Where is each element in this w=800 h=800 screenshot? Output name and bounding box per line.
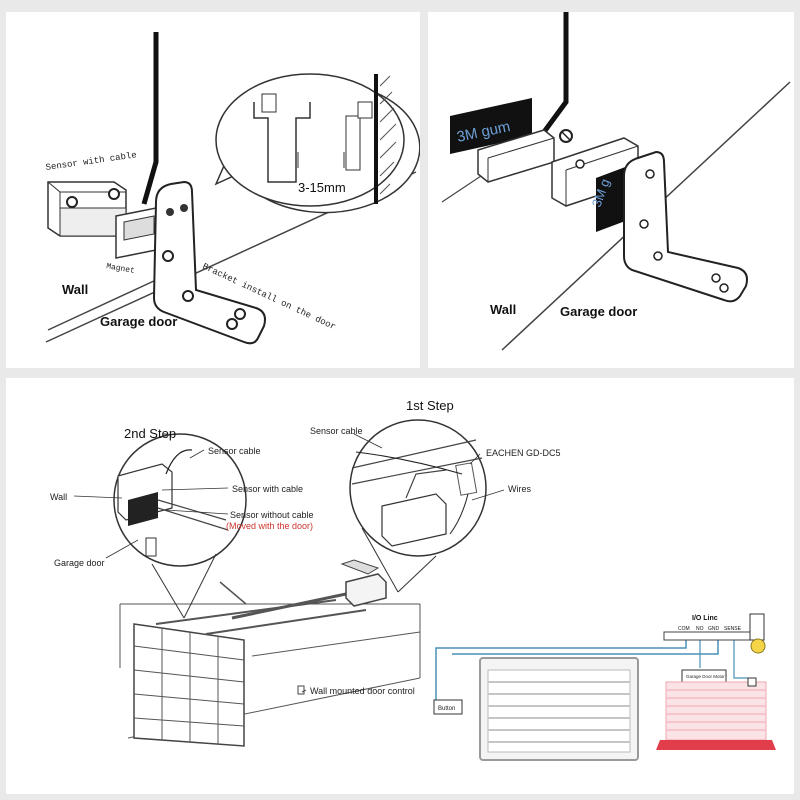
wires-label: Wires	[508, 484, 531, 494]
screw-icon	[559, 129, 573, 143]
garage-door-label: Garage door	[100, 314, 177, 329]
l-bracket	[152, 180, 266, 345]
device-model-label: EACHEN GD-DC5	[486, 448, 561, 458]
door-floor-bar	[656, 740, 776, 750]
step-1-label: 1st Step	[406, 398, 454, 413]
wall-label: Wall	[50, 492, 67, 502]
button-label: Button	[438, 706, 455, 712]
wall-control-label: Wall mounted door control	[310, 686, 415, 696]
sensor-cable-right-label: Sensor cable	[310, 426, 363, 436]
gap-zoom-bubble	[214, 73, 420, 214]
step-2-label: 2nd Step	[124, 426, 176, 441]
magnet-label: Magnet	[105, 262, 135, 276]
sensor-without-cable-label: Sensor without cable	[230, 510, 314, 520]
io-line-label: I/O Linc	[692, 615, 718, 622]
wiring-diagram: Button I/O Linc COM NO GND SENSE Garage …	[433, 613, 776, 761]
wall-edge-line	[541, 12, 569, 134]
second-step-bubble	[113, 433, 247, 619]
button-box	[433, 699, 463, 715]
l-bracket	[623, 150, 748, 303]
terminal-sense: SENSE	[724, 626, 742, 632]
sensor-with-cable-label: Sensor with cable	[232, 484, 303, 494]
sensor-with-cable-block	[47, 181, 127, 237]
sensor-cable-left-label: Sensor cable	[208, 446, 261, 456]
sensor-yellow-icon	[750, 638, 766, 654]
sensor-with-cable-label: Sensor with cable	[45, 150, 137, 173]
gap-dimension-label: 3-15mm	[298, 180, 346, 195]
wall-label: Wall	[62, 282, 88, 297]
panel-sensor-bracket-detail: 3-15mm Sensor with cable Magnet Bracket …	[6, 12, 420, 368]
garage-door-label: Garage door	[54, 558, 105, 568]
wall-edge-line	[141, 32, 159, 205]
installation-steps-drawing: 2nd Step 1st Step Sensor cable Sensor wi…	[50, 398, 776, 761]
sensor-left-with-gum: 3M gum	[450, 98, 555, 183]
gum-install-drawing: 3M gum 3M g Wall Garage door	[441, 12, 791, 351]
motor-label: Garage Door Motor	[686, 674, 725, 679]
panel-installation-steps: 2nd Step 1st Step Sensor cable Sensor wi…	[6, 378, 794, 794]
terminal-gnd: GND	[708, 626, 720, 632]
sensor-right-with-gum: 3M g	[551, 137, 639, 232]
leader-lines	[73, 433, 505, 693]
wall-label: Wall	[490, 302, 516, 317]
garage-door-label: Garage door	[560, 304, 637, 319]
bracket-detail-drawing: 3-15mm Sensor with cable Magnet Bracket …	[45, 32, 420, 345]
io-linc-strip	[663, 631, 761, 641]
moved-with-door-label: (Moved with the door)	[226, 521, 313, 531]
sensor-module	[749, 613, 765, 641]
terminal-no: NO	[696, 626, 704, 632]
first-step-bubble	[349, 419, 487, 593]
small-door-graphic	[665, 681, 767, 741]
panel-3m-gum-install: 3M gum 3M g Wall Garage door	[428, 12, 794, 368]
garage-interior-sketch	[119, 559, 421, 747]
magnet-block	[115, 207, 157, 259]
terminal-com: COM	[678, 626, 690, 632]
